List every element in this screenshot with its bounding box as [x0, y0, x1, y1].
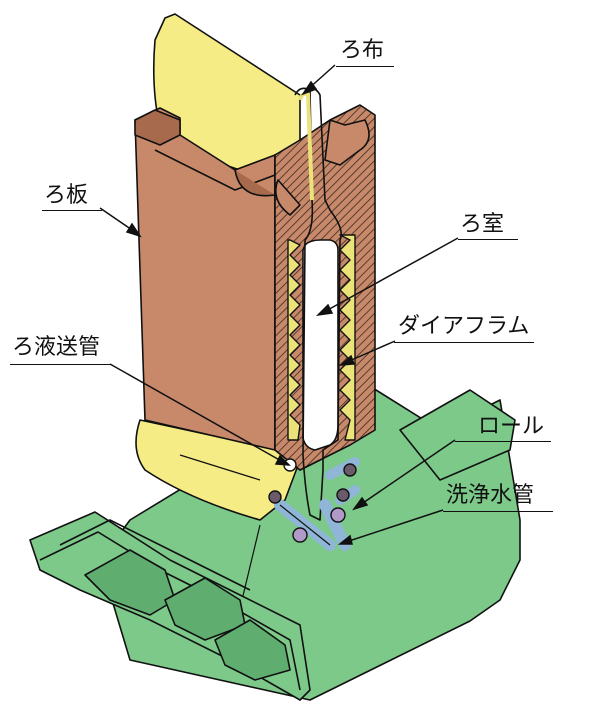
- diaphragm-assembly: [287, 234, 356, 441]
- label-filter-plate: ろ板: [44, 183, 89, 208]
- roll-2: [330, 507, 346, 523]
- roll-5: [336, 488, 350, 502]
- filter-cloth-lower: [135, 419, 301, 521]
- label-filtrate-pipe: ろ液送管: [12, 335, 101, 360]
- filter-chamber: [294, 87, 343, 521]
- plate-top-knob: [134, 109, 181, 146]
- diaphragm-right: [339, 234, 356, 441]
- diaphragm-left: [287, 239, 301, 441]
- leader-lines: [99, 64, 459, 545]
- label-filter-cloth: ろ布: [340, 38, 385, 63]
- machine-base: [29, 379, 521, 701]
- label-roll: ロール: [478, 414, 545, 439]
- label-wash-water-pipe: 洗浄水管: [446, 483, 535, 508]
- pipes-and-rolls: [268, 457, 360, 551]
- roll-3: [343, 463, 357, 477]
- roll-4: [268, 490, 282, 504]
- roll-1: [292, 527, 308, 543]
- wash-pipe-right: [319, 499, 351, 551]
- label-diaphragm: ダイアフラム: [398, 314, 530, 339]
- label-filter-chamber: ろ室: [460, 212, 505, 237]
